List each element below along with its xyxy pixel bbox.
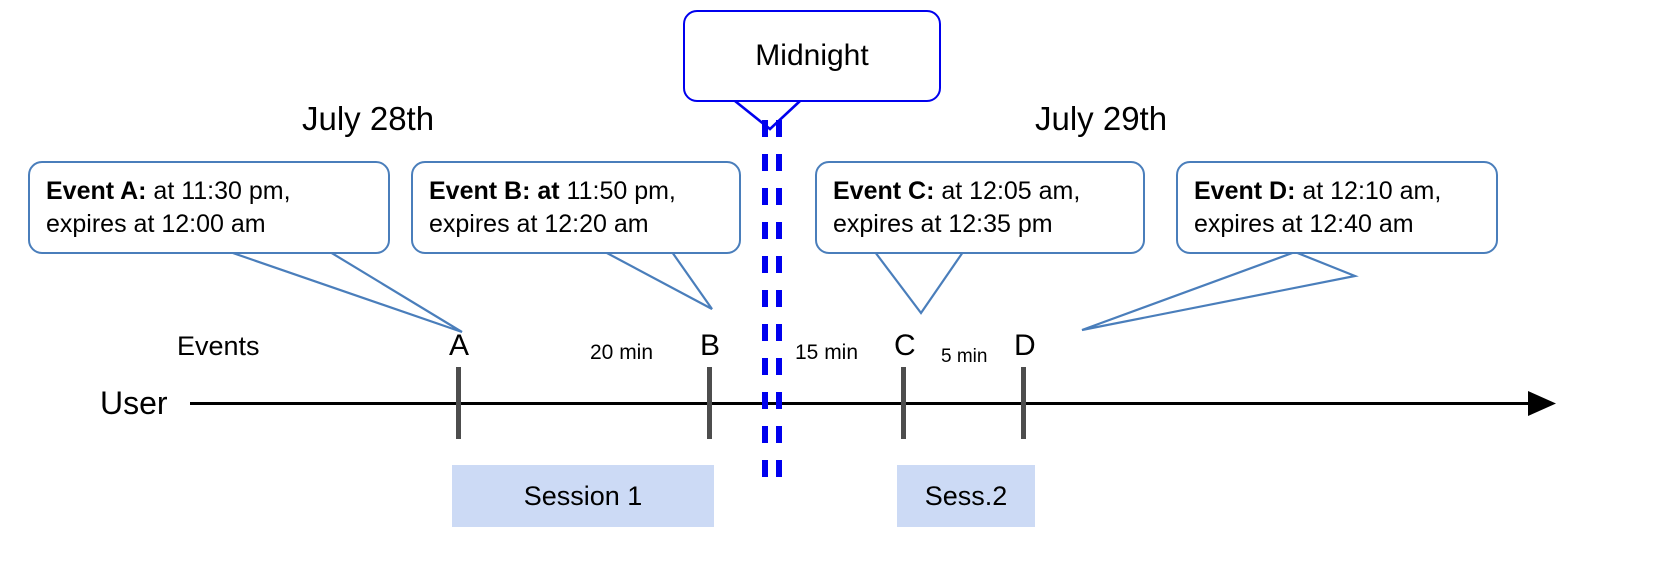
date-label-july29: July 29th — [1035, 100, 1168, 137]
event-c-line1-rest: at 12:05 am, — [934, 177, 1081, 205]
midnight-label: Midnight — [755, 39, 869, 72]
timeline-tick-d — [1021, 367, 1026, 439]
event-b-line2: expires at 12:20 am — [429, 209, 649, 238]
date-label-july28: July 28th — [302, 100, 435, 137]
callout-event-c: Event C: at 12:05 am, expires at 12:35 p… — [815, 161, 1145, 254]
session-1-label: Session 1 — [523, 480, 643, 511]
marker-letter-a: A — [449, 329, 470, 362]
timeline-tick-c — [901, 367, 906, 439]
timeline-axis-line — [190, 402, 1530, 405]
gap-label-ab: 20 min — [590, 341, 654, 364]
event-b-bold-head: Event B: at — [429, 177, 560, 205]
callout-event-b: Event B: at 11:50 pm, expires at 12:20 a… — [411, 161, 741, 254]
events-row-label: Events — [177, 331, 260, 361]
callout-event-d: Event D: at 12:10 am, expires at 12:40 a… — [1176, 161, 1498, 254]
gap-label-bc: 15 min — [795, 341, 859, 364]
event-a-line2: expires at 12:00 am — [46, 209, 266, 238]
marker-letter-c: C — [894, 329, 916, 362]
callout-event-a: Event A: at 11:30 pm, expires at 12:00 a… — [28, 161, 390, 254]
gap-label-cd: 5 min — [941, 346, 988, 367]
user-row-label: User — [100, 385, 168, 421]
event-d-line1-rest: at 12:10 am, — [1295, 177, 1442, 205]
timeline-tick-b — [707, 367, 712, 439]
event-d-bold-head: Event D: — [1194, 177, 1296, 205]
session-2-label: Sess.2 — [924, 480, 1008, 511]
midnight-callout: Midnight — [683, 10, 941, 102]
session-box-1: Session 1 — [452, 465, 714, 527]
marker-letter-d: D — [1014, 329, 1036, 362]
event-d-line2: expires at 12:40 am — [1194, 209, 1414, 238]
event-c-line2: expires at 12:35 pm — [833, 209, 1053, 238]
timeline-arrow-icon — [1528, 391, 1556, 416]
event-a-line1-rest: at 11:30 pm, — [146, 177, 291, 205]
session-box-2: Sess.2 — [897, 465, 1035, 527]
event-c-bold-head: Event C: — [833, 177, 935, 205]
midnight-tail-shape — [734, 99, 801, 131]
event-d-leader — [1081, 250, 1359, 332]
marker-letter-b: B — [700, 329, 721, 362]
timeline-tick-a — [456, 367, 461, 439]
event-a-bold-head: Event A: — [46, 177, 147, 205]
event-b-line1-rest: 11:50 pm, — [559, 177, 676, 205]
